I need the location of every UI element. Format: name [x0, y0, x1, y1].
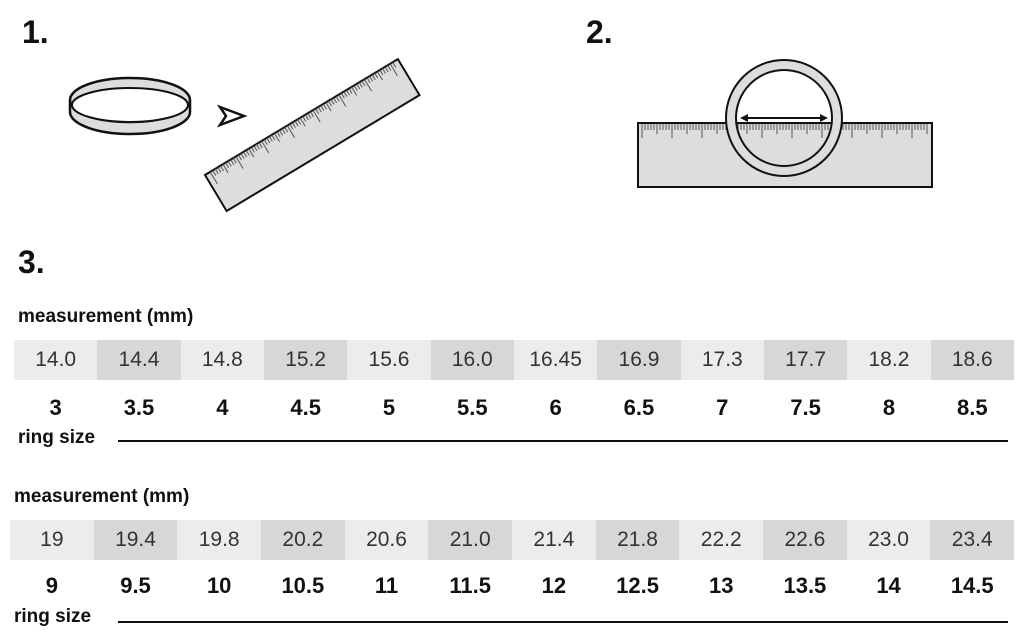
measurement-cell: 20.6: [344, 520, 429, 560]
ring-size-cell: 4: [216, 395, 229, 420]
ring-size-cell: 13: [708, 573, 734, 598]
ring-size-cell: 11.5: [449, 573, 491, 598]
ruler-with-ring-icon: [637, 59, 933, 188]
ring-size-cell: 6.5: [623, 395, 655, 420]
ring-size-cell: 4.5: [290, 395, 321, 420]
ring-size-cell: 8: [882, 395, 896, 420]
ring-size-label: ring size: [14, 606, 92, 627]
divider: [118, 440, 1008, 442]
ring-size-cell: 14: [876, 573, 901, 598]
step-1-label: 1.: [22, 14, 49, 50]
measurement-cell: 21.4: [512, 520, 596, 560]
measurement-cell: 21.0: [428, 520, 513, 560]
ring-size-cell: 8.5: [956, 395, 988, 420]
measurement-cell: 22.2: [679, 520, 764, 560]
measurement-cell: 17.7: [763, 340, 848, 380]
measurement-cell: 22.6: [763, 520, 847, 560]
measurement-cell: 14.4: [97, 340, 181, 380]
measurement-cell: 14.8: [180, 340, 264, 380]
ring-size-cell: 14.5: [950, 573, 994, 598]
ring-size-label: ring size: [18, 427, 96, 448]
ring-size-cell: 12: [541, 573, 567, 598]
ring-size-cell: 7.5: [790, 395, 821, 420]
divider: [118, 621, 1008, 623]
ring-size-cell: 9: [45, 573, 58, 598]
measurement-cell: 19: [10, 520, 94, 560]
measurement-cell: 23.4: [930, 520, 1015, 560]
measurement-cell: 17.3: [680, 340, 764, 380]
measurement-cell: 19.8: [177, 520, 262, 560]
ring-size-row: 9 9.5 10 10.5 11 11.5 12 12.5 13 13.5 14 14.5: [10, 573, 1014, 599]
measurement-cell: 15.6: [347, 340, 431, 380]
ruler-tilted-icon: [203, 57, 421, 213]
step-3-label: 3.: [18, 244, 45, 280]
measurement-cell: 14.0: [14, 340, 98, 380]
measurement-cell: 23.0: [846, 520, 931, 560]
measurement-cell: 18.2: [847, 340, 931, 380]
ring-size-row: 3 3.5 4 4.5 5 5.5 6 6.5 7 7.5 8 8.5: [14, 395, 1014, 421]
ring-size-cell: 6: [549, 395, 562, 420]
measurement-cell: 16.45: [513, 340, 598, 380]
ring-size-cell: 13.5: [783, 573, 827, 598]
ring-size-cell: 12.5: [616, 573, 659, 598]
measurement-cell: 21.8: [595, 520, 680, 560]
measurement-label: measurement (mm): [18, 306, 194, 327]
step-2-label: 2.: [586, 14, 613, 50]
ring-size-cell: 7: [716, 395, 729, 420]
ring-size-cell: 10.5: [281, 573, 325, 598]
measurement-cell: 20.2: [261, 520, 345, 560]
measurement-cell: 16.9: [597, 340, 681, 380]
ring-band-icon: [68, 76, 192, 136]
measurement-cell: 15.2: [263, 340, 348, 380]
ring-size-cell: 3.5: [123, 395, 155, 420]
ring-size-cell: 10: [206, 573, 232, 598]
measurement-cell: 16.0: [430, 340, 514, 380]
arrow-icon: [216, 104, 248, 128]
ring-size-cell: 5.5: [457, 395, 488, 420]
ring-size-cell: 11: [374, 573, 399, 598]
measurement-label: measurement (mm): [14, 486, 190, 507]
measurement-cell: 18.6: [930, 340, 1014, 380]
ring-size-cell: 5: [382, 395, 396, 420]
ring-size-cell: 3: [49, 395, 62, 420]
ring-size-cell: 9.5: [120, 573, 151, 598]
measurement-cell: 19.4: [93, 520, 178, 560]
